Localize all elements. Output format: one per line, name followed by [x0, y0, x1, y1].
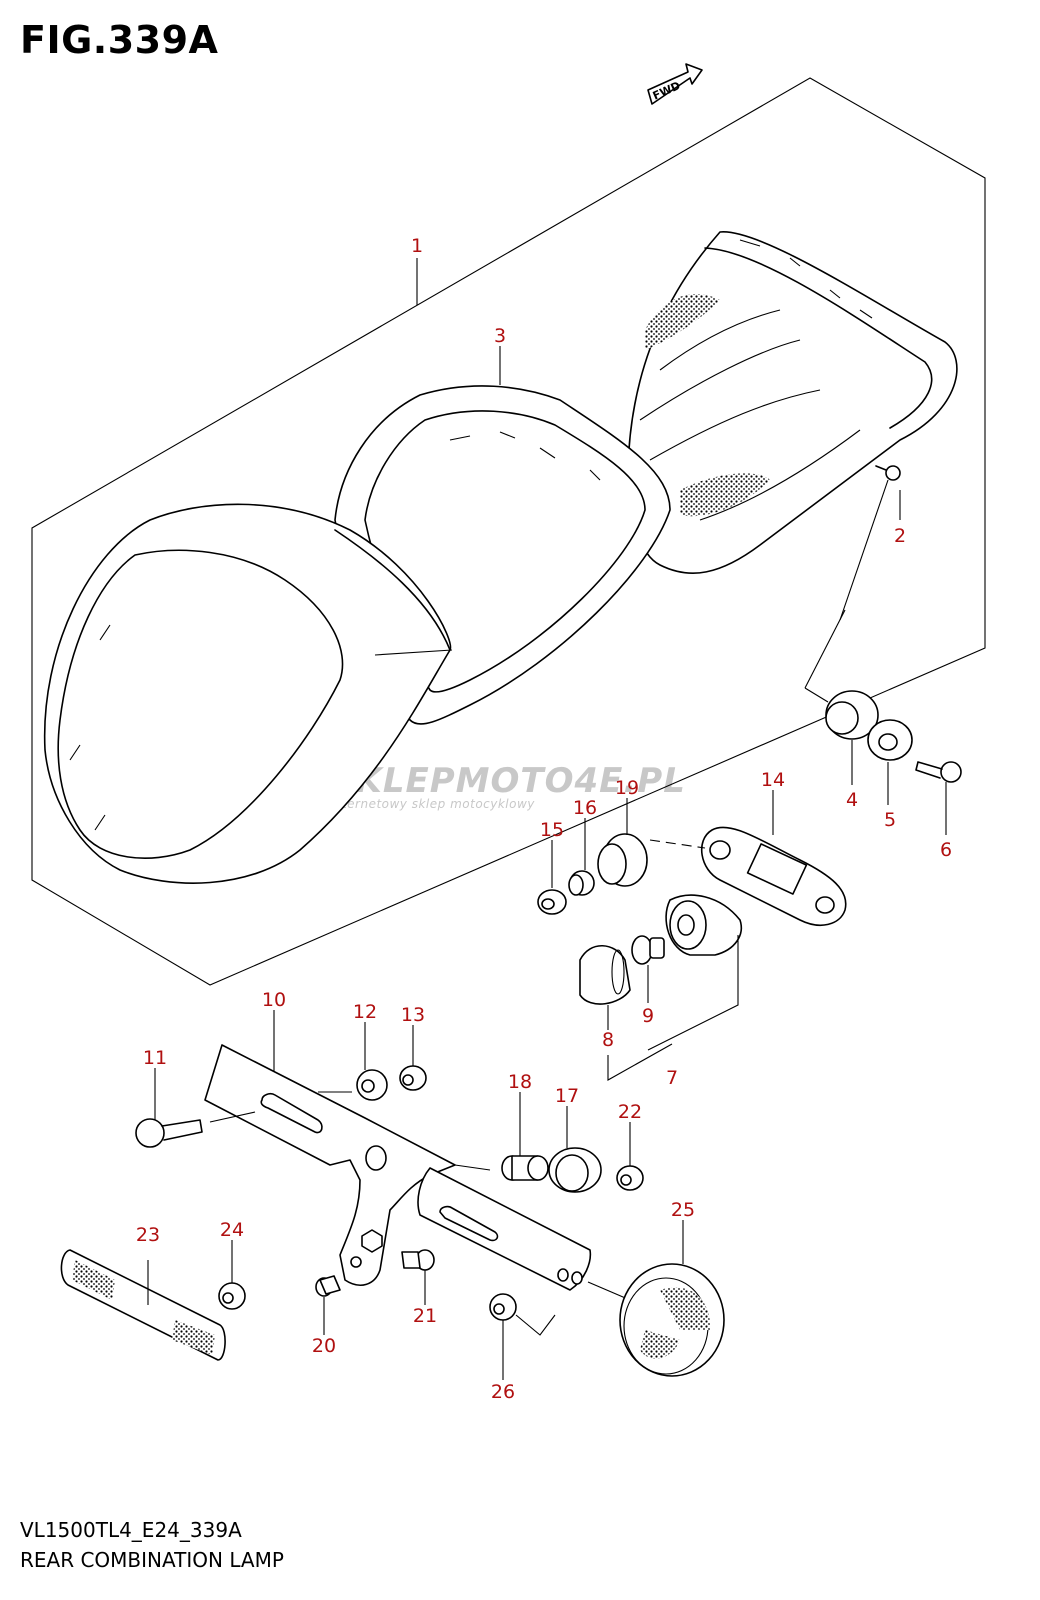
socket-7 [607, 894, 742, 1081]
washer-12 [318, 1069, 388, 1101]
bolt-11 [135, 1111, 256, 1148]
grommet-19 [597, 833, 648, 887]
callout-1: 1 [411, 235, 423, 257]
callout-9: 9 [642, 1005, 654, 1027]
callout-6: 6 [940, 839, 952, 861]
callout-24: 24 [220, 1219, 244, 1241]
callout-22: 22 [618, 1101, 642, 1123]
callout-11: 11 [143, 1047, 167, 1069]
screw-21 [401, 1249, 435, 1271]
watermark-tagline: internetowy sklep motocyklowy [330, 797, 535, 811]
watermark: SKLEPMOTO4E.PL internetowy sklep motocyk… [330, 761, 686, 811]
nut-13 [399, 1065, 427, 1091]
callout-12: 12 [353, 1001, 377, 1023]
nut-26 [489, 1293, 517, 1321]
callout-10: 10 [262, 989, 286, 1011]
callout-21: 21 [413, 1305, 437, 1327]
leader-lines [154, 258, 947, 1380]
callout-23: 23 [136, 1224, 160, 1246]
callout-2: 2 [894, 525, 906, 547]
grommet-17 [548, 1147, 602, 1193]
collar-16 [568, 870, 595, 896]
callout-5: 5 [884, 809, 896, 831]
nut-15 [537, 889, 567, 915]
screw-6 [915, 761, 962, 783]
nut-24 [218, 1282, 246, 1310]
screw-20 [315, 1275, 341, 1297]
assembly-outline [31, 77, 986, 986]
callout-18: 18 [508, 1071, 532, 1093]
figure-title: FIG.339A [20, 18, 219, 62]
bracket-10 [204, 1044, 456, 1286]
callout-7: 7 [666, 1067, 678, 1089]
callout-3: 3 [494, 325, 506, 347]
callout-26: 26 [491, 1381, 515, 1403]
washer-5 [867, 719, 913, 761]
callout-17: 17 [555, 1085, 579, 1107]
figure-caption: REAR COMBINATION LAMP [20, 1548, 284, 1572]
reflector-25 [619, 1263, 725, 1377]
lamp-housing [627, 231, 958, 574]
lens-cover [43, 503, 453, 884]
nut-22 [616, 1165, 644, 1191]
callout-19: 19 [615, 777, 639, 799]
screw-2 [804, 465, 901, 689]
watermark-brand: SKLEPMOTO4E.PL [330, 761, 686, 801]
callout-8: 8 [602, 1029, 614, 1051]
callout-16: 16 [573, 797, 597, 819]
callout-4: 4 [846, 789, 858, 811]
callout-25: 25 [671, 1199, 695, 1221]
cap-8 [579, 945, 631, 1030]
fwd-arrow-icon: FWD [647, 63, 703, 105]
callout-20: 20 [312, 1335, 336, 1357]
plate-lower [417, 1164, 631, 1336]
model-code: VL1500TL4_E24_339A [20, 1518, 242, 1542]
collar-18 [501, 1155, 549, 1181]
cushion-4 [804, 687, 879, 740]
callout-15: 15 [540, 819, 564, 841]
bracket-14 [649, 826, 847, 926]
callout-labels: 1 2 3 4 5 6 7 8 9 10 11 12 13 14 15 16 1… [136, 235, 952, 1403]
bulb-9 [631, 935, 665, 1003]
callout-14: 14 [761, 769, 785, 791]
callout-13: 13 [401, 1004, 425, 1026]
reflector-23 [60, 1249, 226, 1361]
